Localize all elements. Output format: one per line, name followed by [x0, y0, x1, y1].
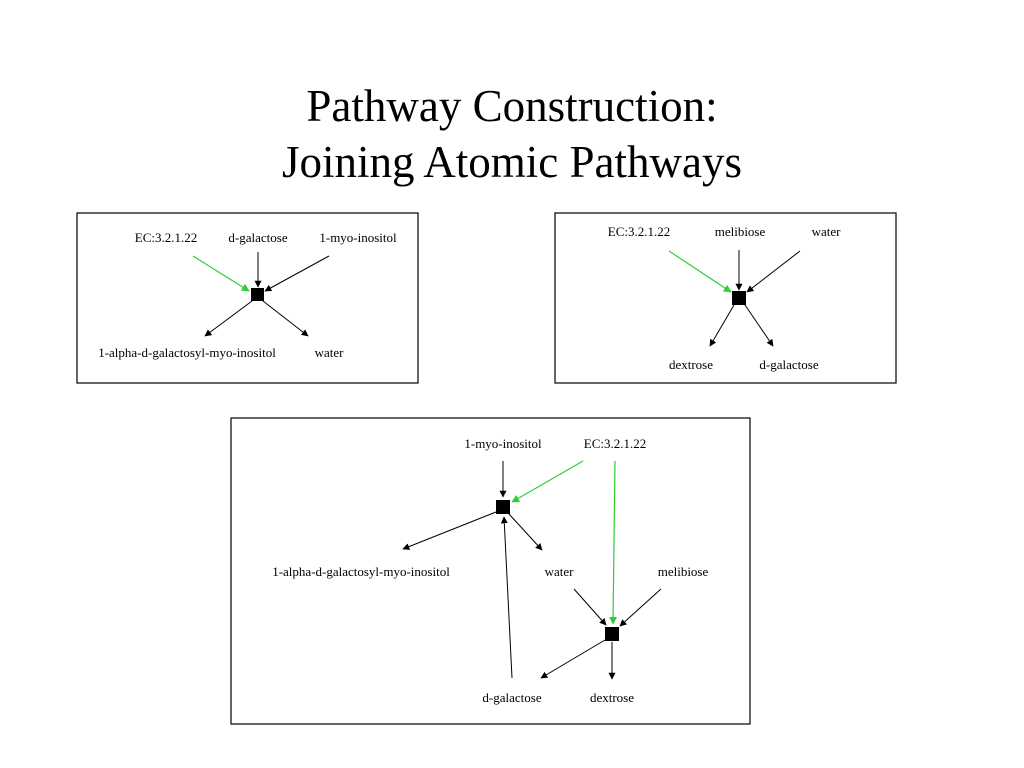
joined-water-edge-1: [508, 513, 543, 551]
joined-water-edge-2: [573, 588, 607, 626]
pathway-a-output2-label: water: [315, 345, 345, 360]
pathway-b-output1-label: dextrose: [669, 357, 713, 372]
pathway-b-enzyme-edge: [668, 250, 732, 293]
slide-title: Pathway Construction: Joining Atomic Pat…: [0, 78, 1024, 190]
pathway-a-input2-label: 1-myo-inositol: [319, 230, 397, 245]
joined-melibiose-label: melibiose: [658, 564, 709, 579]
pathway-a-output1-label: 1-alpha-d-galactosyl-myo-inositol: [98, 345, 276, 360]
pathway-a: EC:3.2.1.22 d-galactose 1-myo-inositol 1…: [76, 212, 419, 384]
pathway-b-input2-edge: [746, 250, 801, 293]
joined-galactosyl-label: 1-alpha-d-galactosyl-myo-inositol: [272, 564, 450, 579]
pathway-a-input2-edge: [264, 255, 330, 292]
joined-inositol-label: 1-myo-inositol: [464, 436, 542, 451]
joined-enzyme-edge-1: [511, 460, 584, 503]
joined-reaction-node-2: [605, 627, 619, 641]
pathway-a-enzyme-edge: [192, 255, 250, 292]
pathway-b: EC:3.2.1.22 melibiose water dextrose d-g…: [554, 212, 897, 384]
joined-enzyme-edge-2: [609, 460, 618, 625]
pathway-b-output2-edge: [744, 304, 774, 347]
joined-node2-to-galactose-edge: [540, 639, 606, 679]
pathway-a-frame: [76, 212, 419, 384]
joined-galactose-label: d-galactose: [482, 690, 541, 705]
pathway-b-reaction-node: [732, 291, 746, 305]
joined-galactosyl-edge: [402, 511, 497, 550]
pathway-b-enzyme-label: EC:3.2.1.22: [608, 224, 670, 239]
joined-water-label: water: [545, 564, 575, 579]
pathway-a-output2-edge: [262, 300, 309, 337]
joined-galactose-to-node1-edge: [500, 516, 513, 679]
pathway-a-reaction-node: [251, 288, 264, 301]
pathway-a-output1-edge: [204, 300, 253, 337]
pathway-b-output2-label: d-galactose: [759, 357, 818, 372]
pathway-a-input1-label: d-galactose: [228, 230, 287, 245]
pathway-b-frame: [554, 212, 897, 384]
pathway-b-output1-edge: [709, 304, 735, 347]
joined-enzyme-label: EC:3.2.1.22: [584, 436, 646, 451]
pathway-b-input2-label: water: [812, 224, 842, 239]
joined-melibiose-edge: [619, 588, 662, 627]
pathway-joined: 1-myo-inositol EC:3.2.1.22 1-alpha-d-gal…: [230, 417, 751, 725]
pathway-joined-frame: [230, 417, 751, 725]
pathway-a-enzyme-label: EC:3.2.1.22: [135, 230, 197, 245]
pathway-b-input1-label: melibiose: [715, 224, 766, 239]
slide-title-line-1: Pathway Construction:: [306, 81, 718, 131]
joined-dextrose-label: dextrose: [590, 690, 634, 705]
joined-reaction-node-1: [496, 500, 510, 514]
slide-title-line-2: Joining Atomic Pathways: [282, 137, 742, 187]
